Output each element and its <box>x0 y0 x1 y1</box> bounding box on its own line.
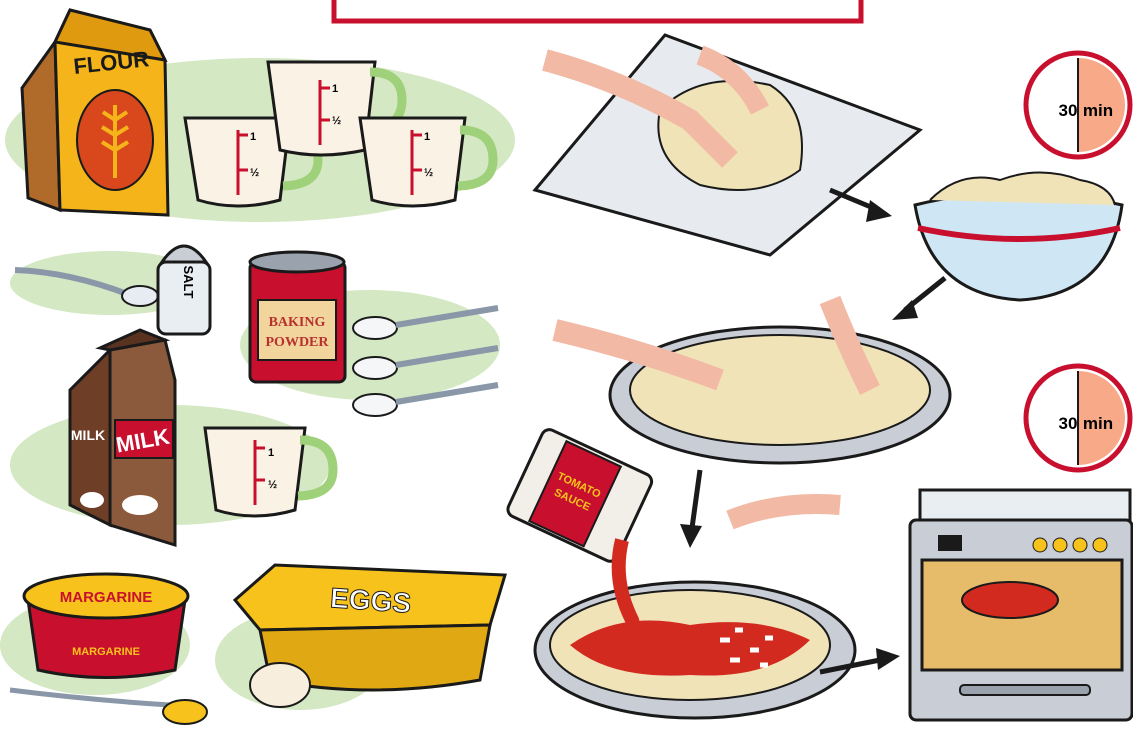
cup2-one: 1 <box>332 83 338 95</box>
margarine-side-label: MARGARINE <box>72 646 140 658</box>
timer-clock-icon: 30 min <box>1026 53 1130 157</box>
kneading-board <box>535 35 920 255</box>
cup2-half: ½ <box>332 115 341 127</box>
timer-clock-icon: 30 min <box>1026 366 1130 470</box>
arrow-icon <box>680 470 702 548</box>
milk-label-side: MILK <box>71 427 105 443</box>
margarine-tub: MARGARINE MARGARINE <box>10 574 207 724</box>
baking-powder-can: BAKING POWDER <box>250 252 345 382</box>
baking-label-2: POWDER <box>266 335 330 350</box>
header-frame <box>334 0 861 21</box>
cup1-one: 1 <box>250 131 256 143</box>
timer-bottom-unit: min <box>1083 414 1113 433</box>
cup3-half: ½ <box>424 167 433 179</box>
tomato-sauce-can: TOMATO SAUCE <box>505 427 654 564</box>
salt-label: SALT <box>181 266 196 299</box>
flour-bag: FLOUR <box>22 10 168 215</box>
arrow-icon <box>892 278 945 320</box>
cup1-half: ½ <box>250 167 259 179</box>
milk-cup-one: 1 <box>268 447 274 459</box>
egg-carton: EGGS <box>235 565 505 707</box>
timer-top-unit: min <box>1083 101 1113 120</box>
pizza-pan-dough <box>555 300 950 463</box>
eggs-label: EGGS <box>329 582 412 619</box>
milk-carton: MILK MILK <box>70 330 175 545</box>
oven <box>910 490 1132 720</box>
cup3-one: 1 <box>424 131 430 143</box>
milk-cup-half: ½ <box>268 479 277 491</box>
timer-bottom-value: 30 <box>1059 414 1078 433</box>
baking-label-1: BAKING <box>269 315 326 330</box>
margarine-lid-label: MARGARINE <box>60 589 153 606</box>
timer-top-value: 30 <box>1059 101 1078 120</box>
dough-bowl <box>915 173 1122 301</box>
arrow-icon <box>830 190 892 222</box>
